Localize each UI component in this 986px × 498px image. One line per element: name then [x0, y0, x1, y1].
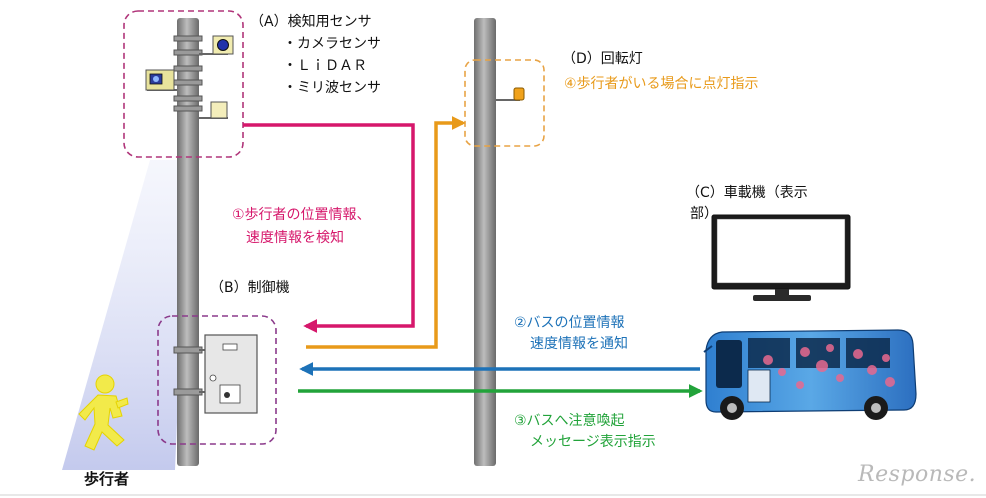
step3-line1: ③バスへ注意喚起 [514, 413, 625, 429]
lidar-lens-icon [153, 76, 159, 82]
bus-icon [703, 329, 917, 420]
pedestrian-figure-icon [78, 374, 129, 451]
onboard-display-icon [711, 214, 851, 301]
left-pole [177, 18, 199, 466]
step2-line1: ②バスの位置情報 [514, 315, 625, 331]
rotating-light-frame [464, 59, 545, 147]
controller-title: （B）制御機 [210, 280, 290, 296]
pedestrian-label: 歩行者 [84, 470, 130, 488]
onboard-unit-title-line1: （C）車載機（表示 [686, 185, 808, 201]
sensor-title: （A）検知用センサ [250, 14, 372, 30]
sensor-item-lidar: ・ＬｉＤＡＲ [283, 58, 367, 74]
sensor-bands [173, 35, 203, 112]
step2-line2: 速度情報を通知 [530, 336, 628, 352]
onboard-unit-title-line2: 部） [690, 206, 718, 222]
rotating-light-instruction: ④歩行者がいる場合に点灯指示 [564, 76, 759, 92]
sensor-item-mmwave: ・ミリ波センサ [283, 80, 381, 96]
step3-line2: メッセージ表示指示 [530, 434, 656, 450]
arrow-step1 [243, 123, 415, 333]
sensor-group-frame [123, 10, 244, 158]
step1-line1: ①歩行者の位置情報、 [232, 207, 371, 223]
right-pole [474, 18, 496, 466]
rotating-light-title: （D）回転灯 [562, 51, 643, 67]
controller-group-frame [157, 315, 277, 445]
step1-line2: 速度情報を検知 [246, 230, 344, 246]
sensor-beam [62, 160, 188, 470]
millimeter-wave-sensor [210, 101, 228, 119]
watermark-logo: Response. [858, 462, 977, 487]
camera-lens-icon [217, 39, 229, 51]
sensor-item-camera: ・カメラセンサ [283, 36, 381, 52]
arrow-step4 [306, 116, 466, 349]
rotating-light-icon [513, 87, 525, 101]
